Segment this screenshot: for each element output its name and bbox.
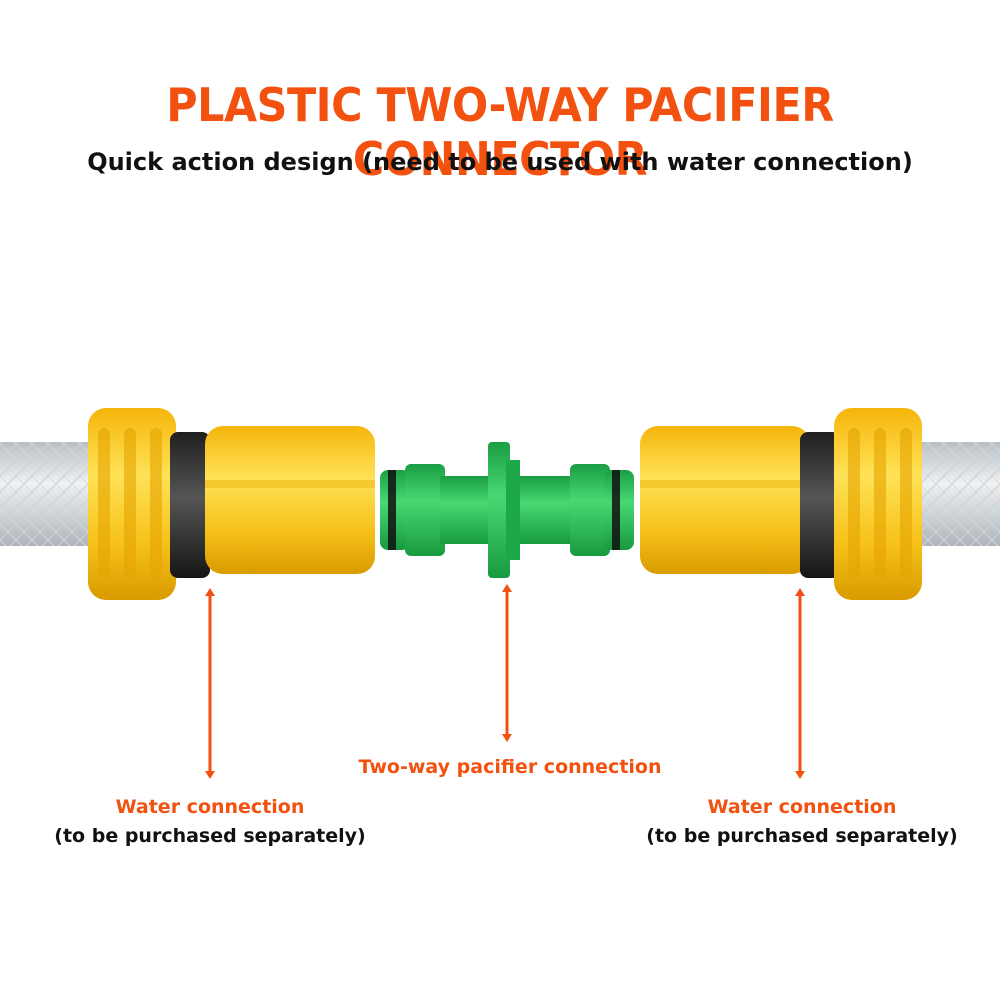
- two-way-pacifier-connector: [380, 442, 634, 578]
- left-water-connector: [88, 408, 375, 600]
- right-label-note: (to be purchased separately): [646, 825, 958, 847]
- page-title: PLASTIC TWO-WAY PACIFIER CONNECTOR: [166, 78, 834, 186]
- center-label: Two-way pacifier connection: [358, 756, 662, 778]
- page-subtitle: Quick action design (need to be used wit…: [87, 148, 913, 176]
- left-label-note: (to be purchased separately): [54, 825, 366, 847]
- left-label-name: Water connection: [115, 796, 305, 818]
- right-label-name: Water connection: [707, 796, 897, 818]
- right-water-connector: [640, 408, 922, 600]
- connector-product-image: [0, 408, 1000, 600]
